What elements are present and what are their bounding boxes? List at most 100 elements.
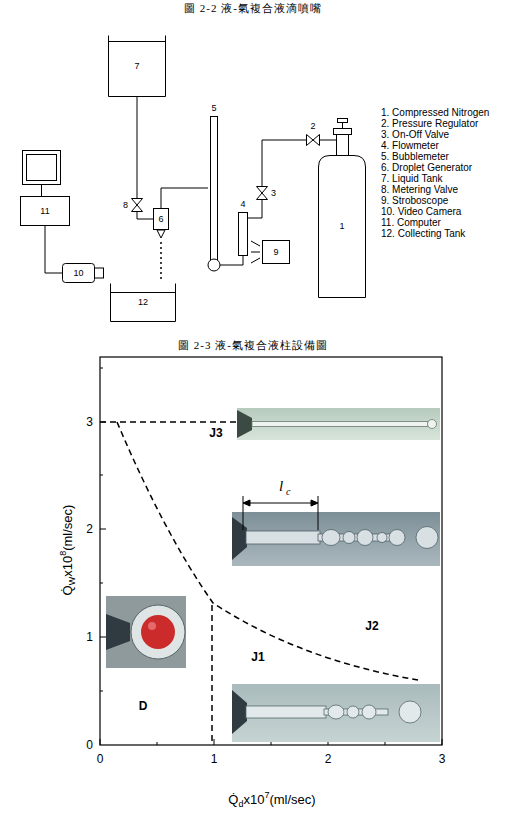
pipe-line <box>45 226 62 273</box>
regime-boundary <box>211 605 213 745</box>
strobe-light-rays <box>251 252 260 253</box>
key-entry: 5. Bubblemeter <box>381 152 449 162</box>
jet-photo <box>232 517 247 560</box>
jet-photo <box>328 705 344 719</box>
droplet-stream <box>160 272 162 274</box>
jet-photo <box>357 530 373 546</box>
droplet-stream <box>160 242 162 244</box>
axis-ticks <box>100 368 103 369</box>
tick-label: 2 <box>325 753 332 765</box>
cylinder-valve <box>337 135 349 156</box>
pressure-regulator: 2 <box>306 134 320 146</box>
tick-label: 0 <box>97 753 104 765</box>
computer-monitor <box>41 185 42 197</box>
axis-ticks <box>385 742 386 745</box>
plot-frame <box>100 357 442 745</box>
part-number: 3 <box>271 189 276 198</box>
box-outline <box>239 213 248 256</box>
key-entry: 2. Pressure Regulator <box>381 119 478 129</box>
axis-title-part: W <box>67 577 77 586</box>
axis-ticks <box>100 529 106 530</box>
part-number: 12 <box>138 298 148 307</box>
metering-valve: 8 <box>131 198 143 212</box>
drop-photo <box>106 596 186 668</box>
part-number: 5 <box>211 104 216 113</box>
regime-label: J1 <box>251 651 264 663</box>
nozzle-tip <box>157 230 165 238</box>
key-entry: 10. Video Camera <box>381 207 461 217</box>
axis-title-part: 7 <box>264 790 269 800</box>
tick-label: 0 <box>86 739 93 751</box>
tick-label: 3 <box>439 753 446 765</box>
part-number: 8 <box>123 201 128 210</box>
cylinder-valve <box>334 129 352 135</box>
jet-photo <box>377 533 387 543</box>
regime-label: J2 <box>365 620 378 632</box>
pipe-line <box>220 256 243 265</box>
key-entry: 8. Metering Valve <box>381 185 458 195</box>
key-entry: 4. Flowmeter <box>381 141 439 151</box>
dimension-line <box>243 500 250 506</box>
strobe-light-rays <box>251 241 260 263</box>
video-camera: 10 <box>62 262 104 284</box>
stroboscope: 9 <box>262 240 290 264</box>
axis-title-part: Q̇ <box>60 585 75 595</box>
flowmeter-shape <box>238 212 248 256</box>
droplet-stream <box>160 247 162 249</box>
camera-body <box>63 264 95 283</box>
axis-title-part: 8 <box>58 551 68 556</box>
jet-photo <box>362 705 376 719</box>
key-entry: 1. Compressed Nitrogen <box>381 108 489 118</box>
axis-ticks <box>442 739 443 745</box>
figure-caption: 圖 2-3 液-氣複合液柱設備圖 <box>178 340 328 351</box>
valve-symbol <box>132 199 143 212</box>
regime-label: J3 <box>209 427 222 439</box>
axis-ticks <box>100 691 103 692</box>
bubblemeter: 5 <box>208 116 220 272</box>
jet-photo <box>237 408 440 440</box>
axis-ticks <box>100 637 106 638</box>
axis-ticks <box>100 583 103 584</box>
jet-photo <box>252 422 428 427</box>
dimension-line <box>243 496 318 530</box>
box-outline <box>21 197 70 226</box>
part-number: 4 <box>240 200 245 209</box>
jet-photo <box>343 532 355 544</box>
jet-photo <box>232 684 440 742</box>
jet-photo <box>246 706 326 718</box>
axis-ticks <box>157 742 158 745</box>
part-number: 7 <box>134 62 139 71</box>
axis-title-part: (ml/sec) <box>269 792 315 807</box>
jet-photo <box>232 512 440 566</box>
tick-label: 3 <box>86 416 93 428</box>
key-entry: 9. Stroboscope <box>381 196 448 206</box>
part-number: 2 <box>310 122 315 131</box>
key-entry: 11. Computer <box>381 218 441 228</box>
box-outline <box>154 209 169 230</box>
axis-ticks <box>100 368 442 745</box>
pipe-line <box>262 140 306 186</box>
droplet-stream <box>160 267 162 269</box>
bubblemeter-tube <box>211 117 218 261</box>
liquid-level <box>109 41 166 42</box>
flowmeter: 4 <box>238 212 248 256</box>
pressure-regulator-shape <box>306 134 320 146</box>
drop-photo <box>106 614 130 650</box>
droplet-stream <box>160 252 162 254</box>
drop-photo <box>141 615 175 649</box>
key-entry: 12. Collecting Tank <box>381 229 465 239</box>
dimension-line <box>247 503 314 504</box>
droplet-stream <box>160 277 162 279</box>
axis-title: Q̇dx107(ml/sec) <box>228 791 315 809</box>
cylinder-valve <box>334 119 352 156</box>
pipe-line <box>248 200 262 218</box>
axis-title-part: d <box>238 799 243 809</box>
jet-photo <box>232 690 247 734</box>
part-number: 1 <box>339 222 344 231</box>
axis-title-part: x10 <box>60 556 75 577</box>
part-number: 11 <box>40 207 49 216</box>
tank-outline <box>109 36 166 97</box>
metering-valve-shape <box>131 198 143 212</box>
computer-monitor <box>23 151 61 185</box>
droplet-stream <box>160 242 162 279</box>
